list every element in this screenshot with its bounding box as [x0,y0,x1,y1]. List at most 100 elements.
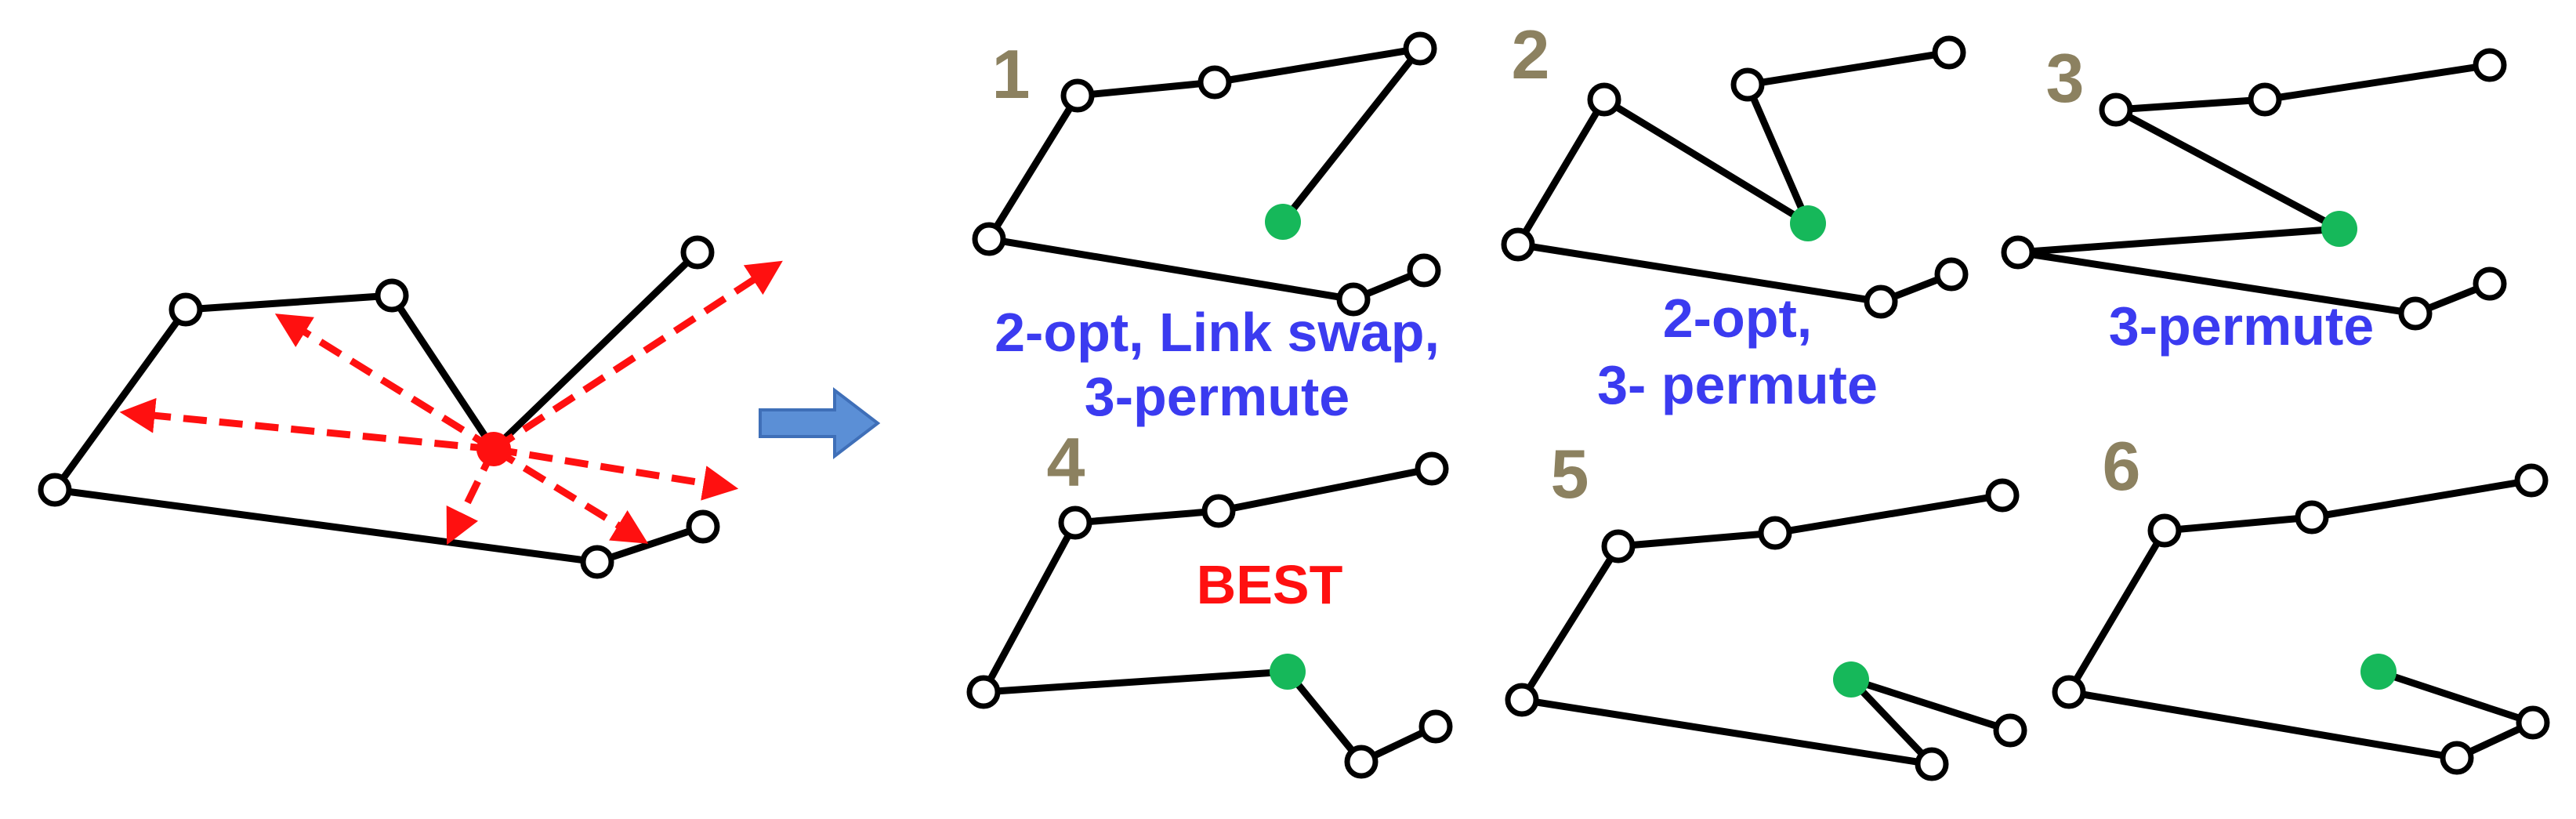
tour-node [2099,92,2133,127]
tour-edge [51,486,601,566]
tour-node [1336,282,1371,317]
tour-edge [1518,542,1622,704]
panel-number: 4 [1047,423,1085,501]
transition-arrow-icon [759,386,881,460]
tour-edge [2308,477,2535,521]
inserted-node [2321,211,2357,247]
tour-node [580,545,614,579]
tour-edge [1514,96,1608,248]
tour-edge [51,306,190,494]
inserted-node [1270,654,1306,690]
tour-node [2248,82,2282,117]
tour-node [1060,78,1095,113]
best-label: BEST [1197,554,1343,615]
panel-caption-line-1: 2-opt, Link swap, [995,302,1440,363]
panel-number: 1 [992,35,1031,113]
direction-arrow [491,260,783,452]
tour-node [1864,284,1898,319]
tour-node [2147,513,2182,548]
tour-node [966,675,1001,709]
tour-edge [1071,507,1223,527]
tour-node [38,473,72,507]
tour-edge [1614,529,1779,550]
tour-node [1505,683,1539,717]
tour-edge [980,519,1079,696]
tour-edge [1771,491,2006,537]
candidate-panel-4: 4 BEST [966,423,1453,779]
tour-node [2473,48,2507,82]
tour-node [1730,67,1765,102]
tour-edge [2065,688,2461,762]
tour-node [375,278,409,313]
inserted-node [1833,661,1869,698]
direction-arrow [491,446,649,544]
tour-node [1934,257,1969,292]
candidate-panel-5: 5 [1505,435,2027,781]
tour-node [1601,529,1636,564]
tour-node [2514,463,2549,498]
inserted-node [2360,654,2397,690]
tour-edge [1279,45,1424,226]
tour-node [2398,296,2433,331]
tour-edge [1215,465,1436,515]
tour-edge [2261,61,2494,103]
tour-edge [1518,696,1936,768]
tour-edges [51,248,707,566]
tour-node [1501,227,1535,262]
tour-node [1407,253,1441,288]
tour-node [1587,82,1621,117]
inserted-node [1790,205,1826,241]
tour-edge [593,523,707,566]
panel-number: 5 [1551,435,1589,513]
tour-edge [1847,676,2014,734]
direction-arrow [493,445,739,501]
tour-node [1985,478,2020,513]
moved-node [476,432,511,466]
tour-node [680,235,715,270]
panel-caption-line-1: 2-opt, [1663,288,1813,349]
tour-edge [1514,241,1885,306]
candidate-panel-2: 2 2-opt, 3- permute [1501,16,1969,415]
tour-edge [182,292,396,313]
tour-edge [2014,248,2419,317]
tour-edge [1847,676,1936,768]
tour-edge [2161,513,2316,535]
tour-edge [1074,78,1219,100]
tour-edge [980,668,1292,696]
tour-node [1403,31,1437,66]
tour-node [1058,506,1092,540]
panel-caption-line-1: 3-permute [2109,295,2374,357]
tour-node [686,509,720,544]
tour-edge [2112,96,2269,114]
tour-node [2052,675,2086,709]
tour-node [2440,741,2474,775]
tour-node [1344,745,1379,779]
tour-edge [2375,668,2537,727]
tour-edge [985,235,1357,303]
original-tour [38,235,783,579]
tour-edge [1284,668,1365,766]
tour-node [2516,705,2550,740]
tour-edge [388,292,498,453]
tour-node [1197,65,1232,100]
candidate-panel-1: 1 2-opt, Link swap, 3-permute [972,31,1441,427]
tour-node [1758,516,1792,550]
candidate-panel-3: 3 3-permute [2001,39,2507,357]
tour-edge [490,248,701,453]
panel-caption-line-2: 3-permute [1085,366,1350,427]
panel-number: 3 [2046,39,2085,117]
tour-edge [985,92,1081,243]
tour-node [1932,35,1966,70]
tour-node [1993,713,2027,748]
tour-nodes [38,235,720,579]
tour-node [2001,235,2035,270]
tour-edge [1744,81,1812,227]
move-directions [119,260,783,545]
direction-arrow [119,397,495,453]
panel-number: 2 [1512,16,1550,93]
tour-edge [2065,527,2168,696]
candidate-panel-6: 6 [2052,427,2550,775]
inserted-node [1265,204,1301,240]
tour-edge [1600,96,1812,227]
